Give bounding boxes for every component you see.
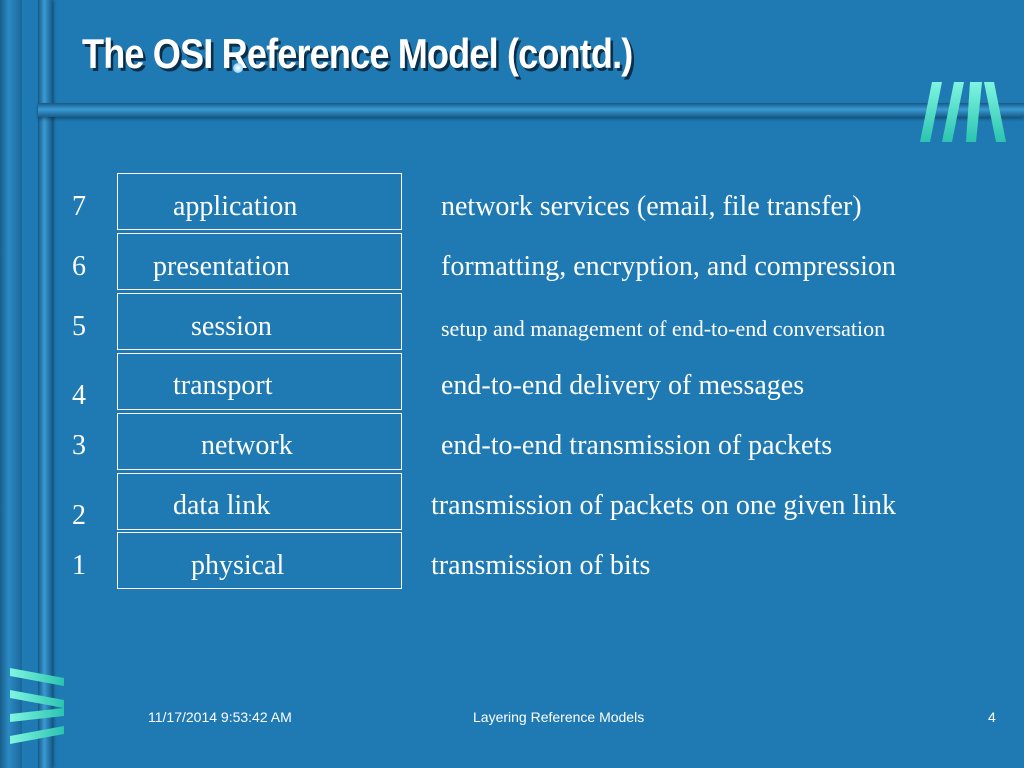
- layer-name: data link: [173, 490, 271, 521]
- striped-logo-icon: [920, 82, 1006, 142]
- slide-title: The OSI Reference Model (contd.): [82, 30, 633, 77]
- layer-number: 6: [72, 251, 86, 282]
- layer-description: transmission of bits: [431, 550, 651, 581]
- left-decor-band: [0, 0, 22, 768]
- layer-description: end-to-end transmission of packets: [441, 430, 833, 461]
- layer-description: formatting, encryption, and compression: [441, 251, 896, 282]
- layer-box: [117, 293, 402, 350]
- page-number: 4: [988, 709, 996, 725]
- layer-box: [117, 413, 402, 470]
- layer-name: network: [201, 430, 293, 461]
- layer-description: network services (email, file transfer): [441, 191, 862, 222]
- title-horizontal-rule: [38, 103, 1024, 117]
- footer-date: 11/17/2014 9:53:42 AM: [148, 709, 292, 725]
- footer-title: Layering Reference Models: [473, 709, 645, 725]
- layer-number: 3: [72, 430, 86, 461]
- layer-box: [117, 353, 402, 410]
- layer-number: 1: [72, 550, 86, 581]
- left-vertical-rule: [38, 0, 52, 768]
- layer-description: transmission of packets on one given lin…: [431, 490, 897, 521]
- layer-box: [117, 233, 402, 290]
- striped-logo-icon: [10, 668, 64, 744]
- layer-description: setup and management of end-to-end conve…: [441, 316, 886, 341]
- layer-number: 5: [72, 311, 86, 342]
- layer-box: [117, 473, 402, 530]
- layer-name: transport: [173, 370, 273, 401]
- layer-number: 2: [72, 500, 86, 531]
- layer-name: physical: [191, 550, 285, 581]
- layer-box: [117, 532, 402, 589]
- layer-description: end-to-end delivery of messages: [441, 370, 805, 401]
- layer-box: [117, 173, 402, 230]
- layer-name: session: [191, 311, 272, 342]
- layer-number: 4: [72, 380, 86, 411]
- title-sparkle: [233, 63, 243, 73]
- layer-number: 7: [72, 191, 86, 222]
- layer-name: application: [173, 191, 298, 222]
- layer-name: presentation: [153, 251, 290, 282]
